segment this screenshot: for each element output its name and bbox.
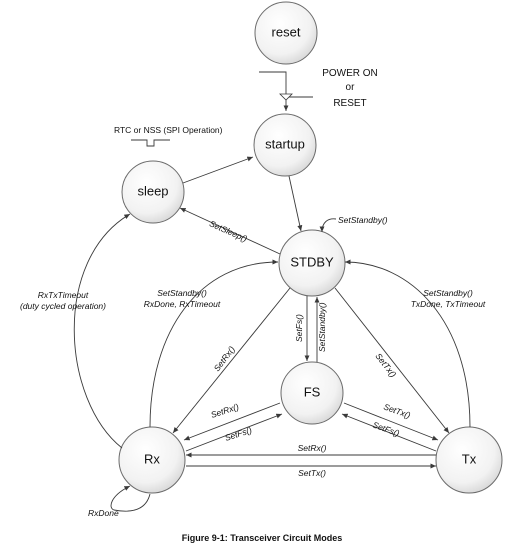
state-rx: Rx	[118, 426, 186, 494]
label-rx-sleep-2: (duty cycled operation)	[20, 301, 106, 311]
label-fs-tx: SetTx()	[382, 401, 412, 420]
label-stdby-tx: SetTx()	[373, 351, 398, 379]
edge-stdby-sleep	[179, 207, 281, 255]
state-reset-label: reset	[272, 24, 301, 39]
power-on-line2: or	[346, 82, 356, 93]
power-on-down-icon	[279, 93, 293, 101]
edge-rx-stdby	[149, 259, 279, 428]
edge-fs-rx	[183, 402, 281, 441]
label-rx-sleep-1: RxTxTimeout	[38, 290, 89, 300]
edge-rx-fs	[185, 413, 283, 452]
state-tx-label: Tx	[462, 451, 477, 466]
sleep-trigger-label: RTC or NSS (SPI Operation)	[114, 125, 223, 135]
figure-caption: Figure 9-1: Transceiver Circuit Modes	[182, 533, 343, 543]
label-rx-stdby-2: RxDone, RxTimeout	[144, 299, 221, 309]
label-tx-stdby-2: TxDone, TxTimeout	[411, 299, 486, 309]
label-rx-fs: SetFs()	[224, 425, 254, 443]
pulse-icon	[131, 139, 170, 147]
edge-sleep-startup	[182, 156, 254, 184]
label-rx-stdby-1: SetStandby()	[157, 288, 207, 298]
label-tx-fs: SetFs()	[371, 419, 401, 438]
edge-rx-sleep	[73, 213, 131, 449]
label-tx-rx: SetRx()	[298, 443, 327, 453]
state-tx: Tx	[435, 426, 503, 494]
state-reset: reset	[254, 1, 318, 65]
state-stdby: STDBY	[278, 229, 346, 297]
sleep-trigger: RTC or NSS (SPI Operation)	[114, 125, 223, 147]
label-fs-stdby: SetStandby()	[317, 302, 327, 352]
power-on-line1: POWER ON	[322, 68, 378, 79]
state-rx-label: Rx	[144, 451, 160, 466]
label-fs-rx: SetRx()	[210, 401, 241, 419]
state-stdby-label: STDBY	[290, 254, 334, 269]
edge-fs-tx	[343, 402, 439, 441]
label-rx-tx: SetTx()	[298, 468, 326, 478]
state-startup-label: startup	[265, 136, 305, 151]
edge-stdby-rx	[172, 287, 291, 434]
state-sleep: sleep	[121, 160, 185, 224]
edge-stdby-self	[319, 218, 337, 233]
edge-rx-self	[110, 485, 151, 512]
state-fs: FS	[280, 361, 344, 425]
power-on-line3: RESET	[333, 98, 366, 109]
state-sleep-label: sleep	[137, 183, 168, 198]
label-tx-stdby-1: SetStandby()	[423, 288, 473, 298]
edge-stdby-tx	[334, 287, 450, 434]
edge-tx-stdby	[344, 259, 471, 428]
edge-startup-stdby	[288, 175, 303, 232]
power-on-signal: POWER ON or RESET	[259, 68, 378, 111]
state-startup: startup	[253, 113, 317, 177]
state-fs-label: FS	[304, 384, 321, 399]
label-stdby-fs: SetFs()	[294, 314, 304, 342]
label-stdby-sleep: SetSleep()	[208, 218, 249, 244]
label-rx-self: RxDone	[88, 508, 119, 518]
edge-tx-fs	[341, 413, 437, 452]
label-stdby-self: SetStandby()	[338, 215, 388, 225]
